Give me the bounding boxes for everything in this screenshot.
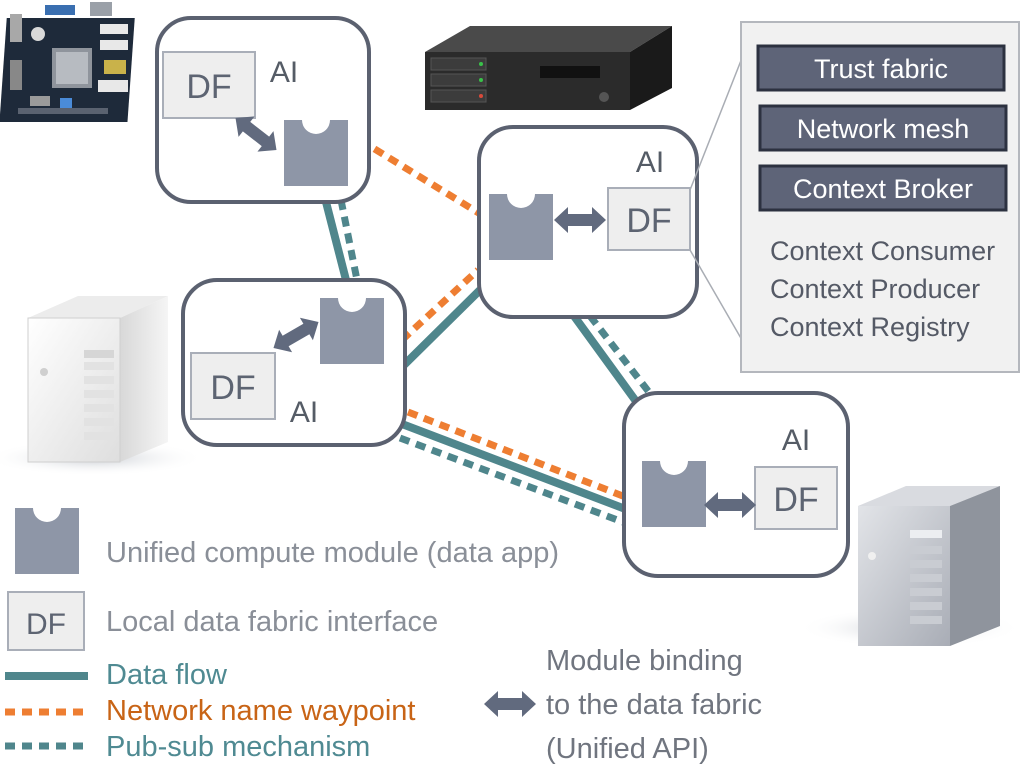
node-top-left: DF AI: [155, 16, 371, 204]
waypoint-link: [406, 408, 630, 502]
legend-binding-line2: to the data fabric: [546, 689, 762, 721]
ai-label: AI: [290, 396, 318, 429]
data-flow-link: [401, 287, 483, 368]
callout-line: [689, 57, 743, 191]
legend-module-label: Unified compute module (data app): [106, 537, 559, 569]
callout-line: [689, 249, 743, 341]
network-mesh-label: Network mesh: [797, 114, 970, 144]
ai-label: AI: [636, 146, 664, 179]
df-label: DF: [186, 68, 231, 106]
waypoint-link: [358, 137, 484, 218]
node-center: AI DF: [477, 125, 699, 319]
binding-arrow-icon: [235, 116, 277, 152]
node-middle-left: DF AI: [181, 278, 407, 447]
data-flow-link: [400, 420, 630, 514]
df-label: DF: [210, 369, 255, 407]
legend-binding-line1: Module binding: [546, 645, 743, 677]
pubsub-link: [398, 434, 630, 528]
trust-fabric-label: Trust fabric: [814, 54, 948, 84]
pubsub-link: [337, 199, 361, 281]
data-flow-link: [570, 313, 642, 407]
ai-label: AI: [270, 56, 298, 89]
rack-server-icon: [425, 26, 672, 110]
connections: [322, 137, 655, 528]
legend-df-label: Local data fabric interface: [106, 606, 438, 638]
node-bottom-right: AI DF: [622, 391, 850, 578]
legend-module-icon: [15, 508, 79, 574]
df-interface-box: [162, 51, 256, 119]
legend-df-box-label: DF: [26, 608, 66, 641]
binding-arrow-icon: [554, 207, 606, 233]
legend: Unified compute module (data app) DF Loc…: [5, 508, 762, 765]
trust-fabric-box: [756, 44, 1006, 92]
context-broker-box: [758, 164, 1008, 212]
df-interface-box: [190, 352, 276, 420]
legend-data-flow-label: Data flow: [106, 659, 228, 691]
legend-waypoint-label: Network name waypoint: [106, 695, 415, 727]
ai-label: AI: [782, 424, 810, 457]
embedded-board-icon: [0, 2, 135, 122]
binding-arrow-icon: [704, 492, 756, 518]
data-flow-link: [322, 201, 350, 281]
tower-server-icon: [0, 296, 205, 476]
binding-arrow-icon: [273, 317, 319, 353]
data-fabric-panel: Trust fabric Network mesh Context Broker…: [740, 21, 1020, 373]
legend-binding-line3: (Unified API): [546, 733, 709, 765]
df-interface-box: [754, 466, 838, 530]
legend-binding-arrow-icon: [484, 691, 536, 717]
context-producer-label: Context Producer: [770, 274, 980, 304]
network-mesh-box: [758, 104, 1008, 152]
tower-server-icon: [798, 486, 1022, 648]
df-interface-box: [607, 187, 691, 251]
waypoint-link: [399, 267, 481, 343]
context-registry-label: Context Registry: [770, 312, 970, 342]
context-broker-label: Context Broker: [793, 174, 973, 204]
df-label: DF: [773, 481, 818, 519]
context-consumer-label: Context Consumer: [770, 236, 995, 266]
df-label: DF: [626, 202, 671, 240]
legend-pubsub-label: Pub-sub mechanism: [106, 731, 370, 763]
legend-df-box: [7, 591, 85, 651]
